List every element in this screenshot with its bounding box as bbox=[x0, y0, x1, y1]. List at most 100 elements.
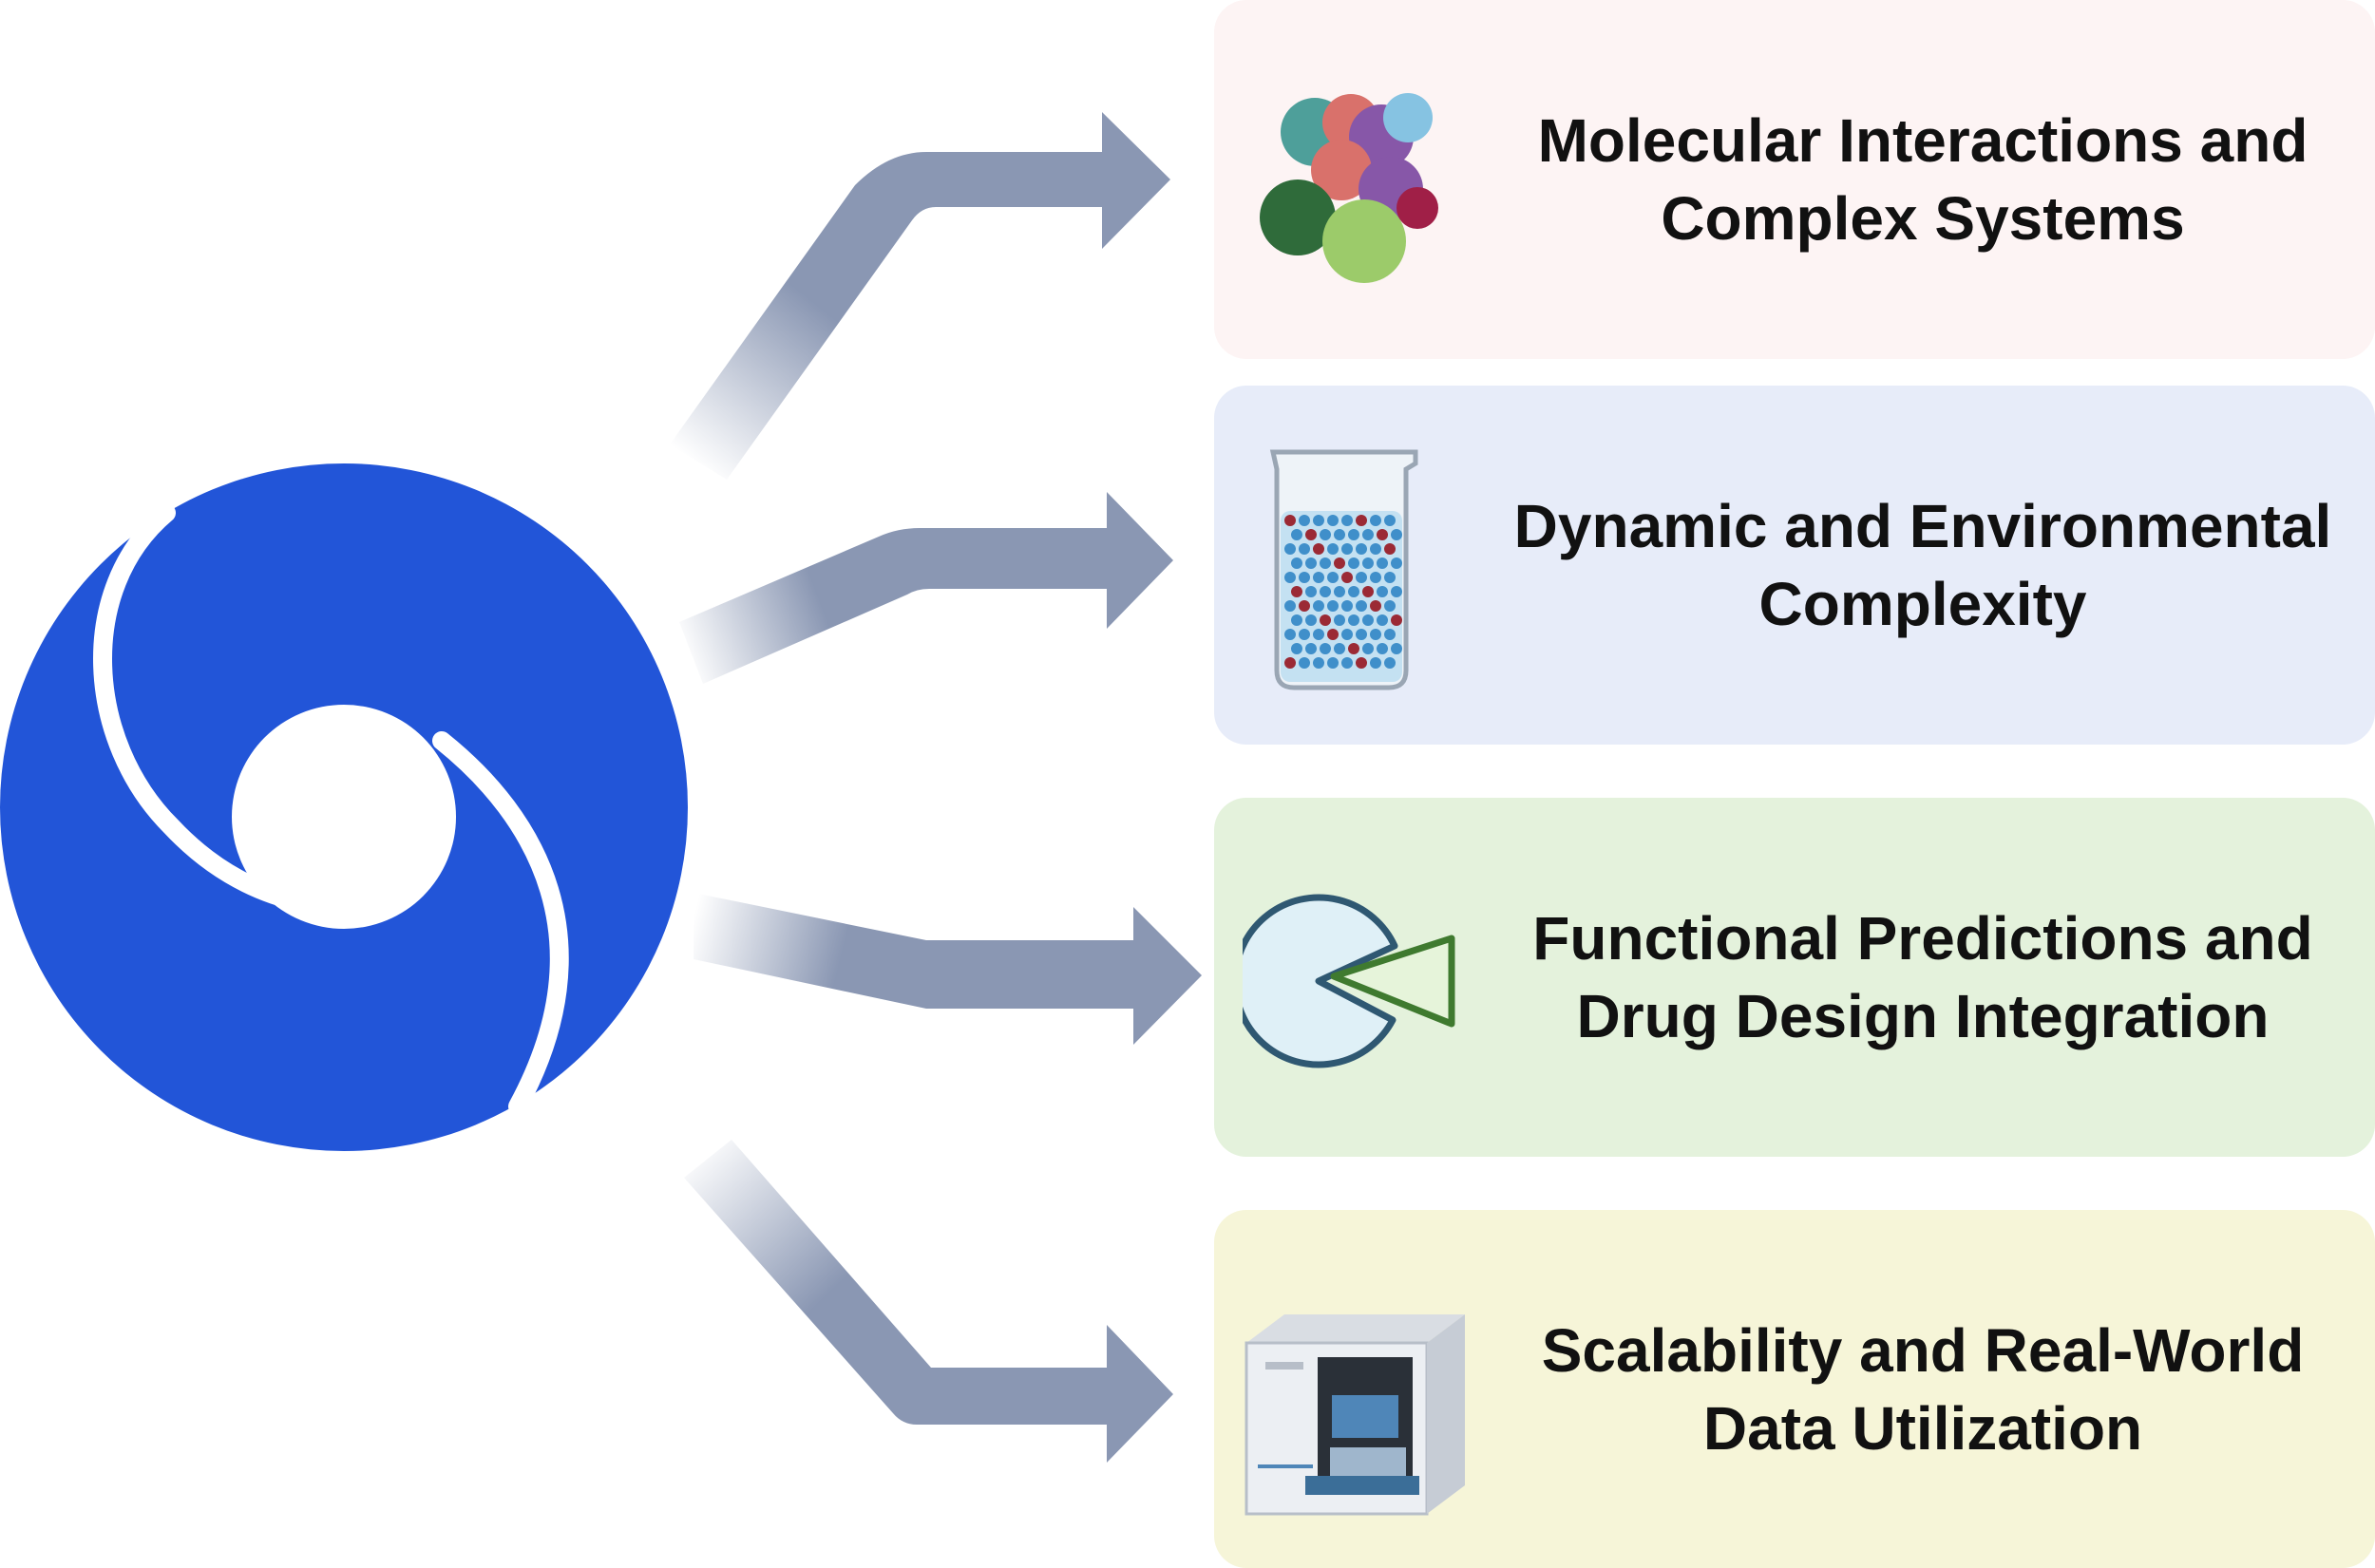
blue-molecule bbox=[1391, 586, 1402, 597]
blue-molecule bbox=[1370, 657, 1381, 669]
panel-4-label: Scalability and Real-World Data Utilizat… bbox=[1471, 1210, 2375, 1568]
blue-molecule bbox=[1284, 600, 1296, 612]
blue-molecule bbox=[1313, 657, 1324, 669]
blue-molecule bbox=[1362, 529, 1374, 540]
arrow-3-shaft bbox=[694, 893, 1145, 1009]
arrow-2-head bbox=[1107, 492, 1173, 629]
red-molecule bbox=[1341, 572, 1353, 583]
blue-molecule bbox=[1320, 586, 1331, 597]
blue-molecule bbox=[1384, 515, 1396, 526]
panel-3-line-2: Drug Design Integration bbox=[1576, 982, 2270, 1050]
blue-molecule bbox=[1320, 643, 1331, 654]
blue-molecule bbox=[1370, 543, 1381, 555]
blue-molecule bbox=[1284, 543, 1296, 555]
panel-2-line-1: Dynamic and Environmental bbox=[1513, 492, 2332, 560]
pie-chart-icon bbox=[1243, 894, 1455, 1068]
blue-molecule bbox=[1305, 586, 1317, 597]
blue-molecule bbox=[1341, 600, 1353, 612]
blue-molecule bbox=[1320, 529, 1331, 540]
blue-molecule bbox=[1384, 572, 1396, 583]
arrow-1-shaft bbox=[670, 152, 1116, 480]
blue-molecule bbox=[1327, 543, 1339, 555]
blue-molecule bbox=[1341, 515, 1353, 526]
panel-1-label: Molecular Interactions and Complex Syste… bbox=[1471, 0, 2375, 359]
red-molecule bbox=[1391, 614, 1402, 626]
blue-molecule bbox=[1313, 515, 1324, 526]
blue-molecule bbox=[1384, 657, 1396, 669]
blue-molecule bbox=[1348, 557, 1359, 569]
panel-2-label: Dynamic and Environmental Complexity bbox=[1471, 386, 2375, 745]
panel-scalability: Scalability and Real-World Data Utilizat… bbox=[1214, 1210, 2375, 1568]
red-molecule bbox=[1377, 529, 1388, 540]
arrow-3-head bbox=[1133, 907, 1202, 1045]
blue-molecule bbox=[1356, 572, 1367, 583]
blue-molecule bbox=[1384, 600, 1396, 612]
blue-molecule bbox=[1284, 629, 1296, 640]
panel-2-line-2: Complexity bbox=[1758, 570, 2087, 638]
protein-complex-icon bbox=[1260, 93, 1438, 283]
blue-molecule bbox=[1341, 543, 1353, 555]
blue-molecule bbox=[1299, 572, 1310, 583]
blue-molecule bbox=[1327, 572, 1339, 583]
arrow-2-shaft bbox=[679, 528, 1116, 684]
blue-molecule bbox=[1305, 643, 1317, 654]
blue-molecule bbox=[1362, 614, 1374, 626]
panel-1-line-1: Molecular Interactions and bbox=[1537, 106, 2308, 175]
blue-molecule bbox=[1362, 643, 1374, 654]
red-molecule bbox=[1327, 629, 1339, 640]
blue-molecule bbox=[1291, 614, 1302, 626]
blue-molecule bbox=[1313, 600, 1324, 612]
panel-4-line-2: Data Utilization bbox=[1702, 1393, 2143, 1463]
red-molecule bbox=[1305, 529, 1317, 540]
blue-molecule bbox=[1320, 557, 1331, 569]
panel-4-line-1: Scalability and Real-World bbox=[1541, 1315, 2305, 1385]
blue-molecule bbox=[1299, 543, 1310, 555]
swirl-logo-icon bbox=[0, 463, 688, 1151]
blue-molecule bbox=[1299, 629, 1310, 640]
molecule-beads bbox=[1284, 515, 1402, 669]
red-molecule bbox=[1334, 557, 1345, 569]
blue-molecule bbox=[1377, 557, 1388, 569]
blue-molecule bbox=[1327, 657, 1339, 669]
blue-molecule bbox=[1348, 529, 1359, 540]
blue-molecule bbox=[1291, 643, 1302, 654]
panel-molecular-interactions: Molecular Interactions and Complex Syste… bbox=[1214, 0, 2375, 359]
blue-molecule bbox=[1377, 643, 1388, 654]
blue-molecule bbox=[1377, 614, 1388, 626]
panel-3-label: Functional Predictions and Drug Design I… bbox=[1471, 798, 2375, 1157]
red-molecule bbox=[1356, 515, 1367, 526]
blue-molecule bbox=[1370, 629, 1381, 640]
panel-functional-predictions: Functional Predictions and Drug Design I… bbox=[1214, 798, 2375, 1157]
blue-molecule bbox=[1356, 600, 1367, 612]
arrow-1-head bbox=[1102, 112, 1170, 249]
red-molecule bbox=[1356, 657, 1367, 669]
blue-molecule bbox=[1313, 629, 1324, 640]
blue-molecule bbox=[1362, 557, 1374, 569]
blue-molecule bbox=[1348, 586, 1359, 597]
panel-3-line-1: Functional Predictions and bbox=[1532, 904, 2313, 973]
blue-molecule bbox=[1291, 557, 1302, 569]
red-molecule bbox=[1291, 586, 1302, 597]
red-molecule bbox=[1362, 586, 1374, 597]
blue-molecule bbox=[1391, 557, 1402, 569]
beaker-molecules-icon bbox=[1269, 449, 1418, 690]
blue-molecule bbox=[1334, 586, 1345, 597]
blue-molecule bbox=[1299, 515, 1310, 526]
blue-molecule bbox=[1327, 515, 1339, 526]
blue-molecule bbox=[1356, 629, 1367, 640]
blue-molecule bbox=[1370, 515, 1381, 526]
red-molecule bbox=[1284, 515, 1296, 526]
blue-molecule bbox=[1348, 614, 1359, 626]
arrow-4-shaft bbox=[684, 1140, 1116, 1425]
blue-molecule bbox=[1313, 572, 1324, 583]
blue-molecule bbox=[1356, 543, 1367, 555]
arrow-4-head bbox=[1107, 1325, 1173, 1463]
blue-molecule bbox=[1341, 629, 1353, 640]
blue-molecule bbox=[1305, 557, 1317, 569]
blue-molecule bbox=[1377, 586, 1388, 597]
blue-molecule bbox=[1299, 657, 1310, 669]
blue-molecule bbox=[1391, 643, 1402, 654]
red-molecule bbox=[1384, 543, 1396, 555]
panel-dynamic-complexity: Dynamic and Environmental Complexity bbox=[1214, 386, 2375, 745]
